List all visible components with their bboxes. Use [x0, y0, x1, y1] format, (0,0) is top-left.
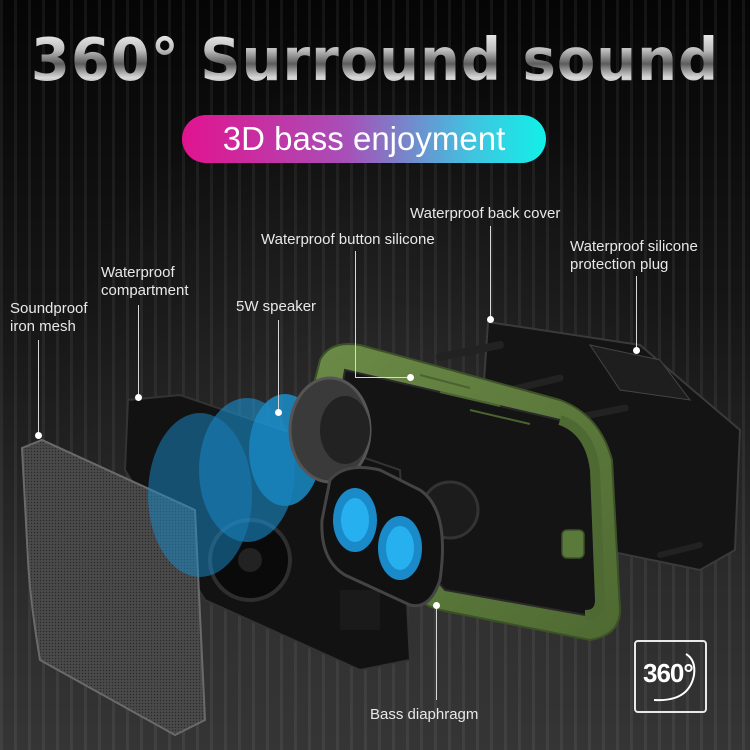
- leader-dot-iron-mesh: [35, 432, 42, 439]
- callout-line: Bass diaphragm: [370, 706, 479, 723]
- leader-line-button-silicone: [355, 251, 356, 377]
- leader-dot-5w-speaker: [275, 409, 282, 416]
- callout-line: iron mesh: [10, 318, 76, 335]
- leader-line-back-cover: [490, 226, 491, 319]
- speaker-driver-shape: [288, 376, 372, 484]
- callout-line: protection plug: [570, 256, 669, 273]
- callout-soundproof-iron-mesh: Soundproof iron mesh: [10, 300, 88, 336]
- leader-dot-protection-plug: [633, 347, 640, 354]
- callout-line: Soundproof: [10, 300, 88, 317]
- subtitle-pill: 3D bass enjoyment: [182, 115, 546, 163]
- 360-degree-icon: 360°: [634, 640, 707, 713]
- callout-line: compartment: [101, 282, 189, 299]
- subtitle-text: 3D bass enjoyment: [222, 120, 506, 157]
- leader-line-protection-plug: [636, 276, 637, 350]
- callout-waterproof-back-cover: Waterproof back cover: [410, 205, 560, 223]
- callout-silicone-protection-plug: Waterproof silicone protection plug: [570, 238, 698, 274]
- callout-bass-diaphragm: Bass diaphragm: [370, 706, 478, 724]
- leader-line-iron-mesh: [38, 340, 39, 435]
- callout-line: Waterproof silicone: [570, 238, 698, 255]
- sound-wave-discs: [148, 394, 321, 577]
- callout-line: Waterproof back cover: [410, 205, 561, 222]
- leader-dot-bass-diaphragm: [433, 602, 440, 609]
- leader-line-compartment: [138, 305, 139, 397]
- callout-waterproof-compartment: Waterproof compartment: [101, 264, 189, 300]
- bass-diaphragm-shape: [320, 466, 444, 608]
- callout-line: 5W speaker: [236, 298, 317, 315]
- green-shell-shape: [300, 343, 622, 642]
- leader-line-bass-diaphragm: [436, 605, 437, 700]
- orbit-arc-icon: [653, 653, 696, 702]
- leader-line-5w-speaker: [278, 320, 279, 412]
- callout-5w-speaker: 5W speaker: [236, 298, 316, 316]
- badge-text: 360°: [643, 658, 694, 688]
- callout-line: Waterproof button silicone: [261, 231, 435, 248]
- leader-line-button-silicone-h: [355, 377, 410, 378]
- leader-dot-button-silicone: [407, 374, 414, 381]
- callout-waterproof-button-silicone: Waterproof button silicone: [261, 231, 435, 249]
- leader-dot-back-cover: [487, 316, 494, 323]
- leader-dot-compartment: [135, 394, 142, 401]
- headline-title: 360° Surround sound: [0, 26, 750, 94]
- callout-line: Waterproof: [101, 264, 175, 281]
